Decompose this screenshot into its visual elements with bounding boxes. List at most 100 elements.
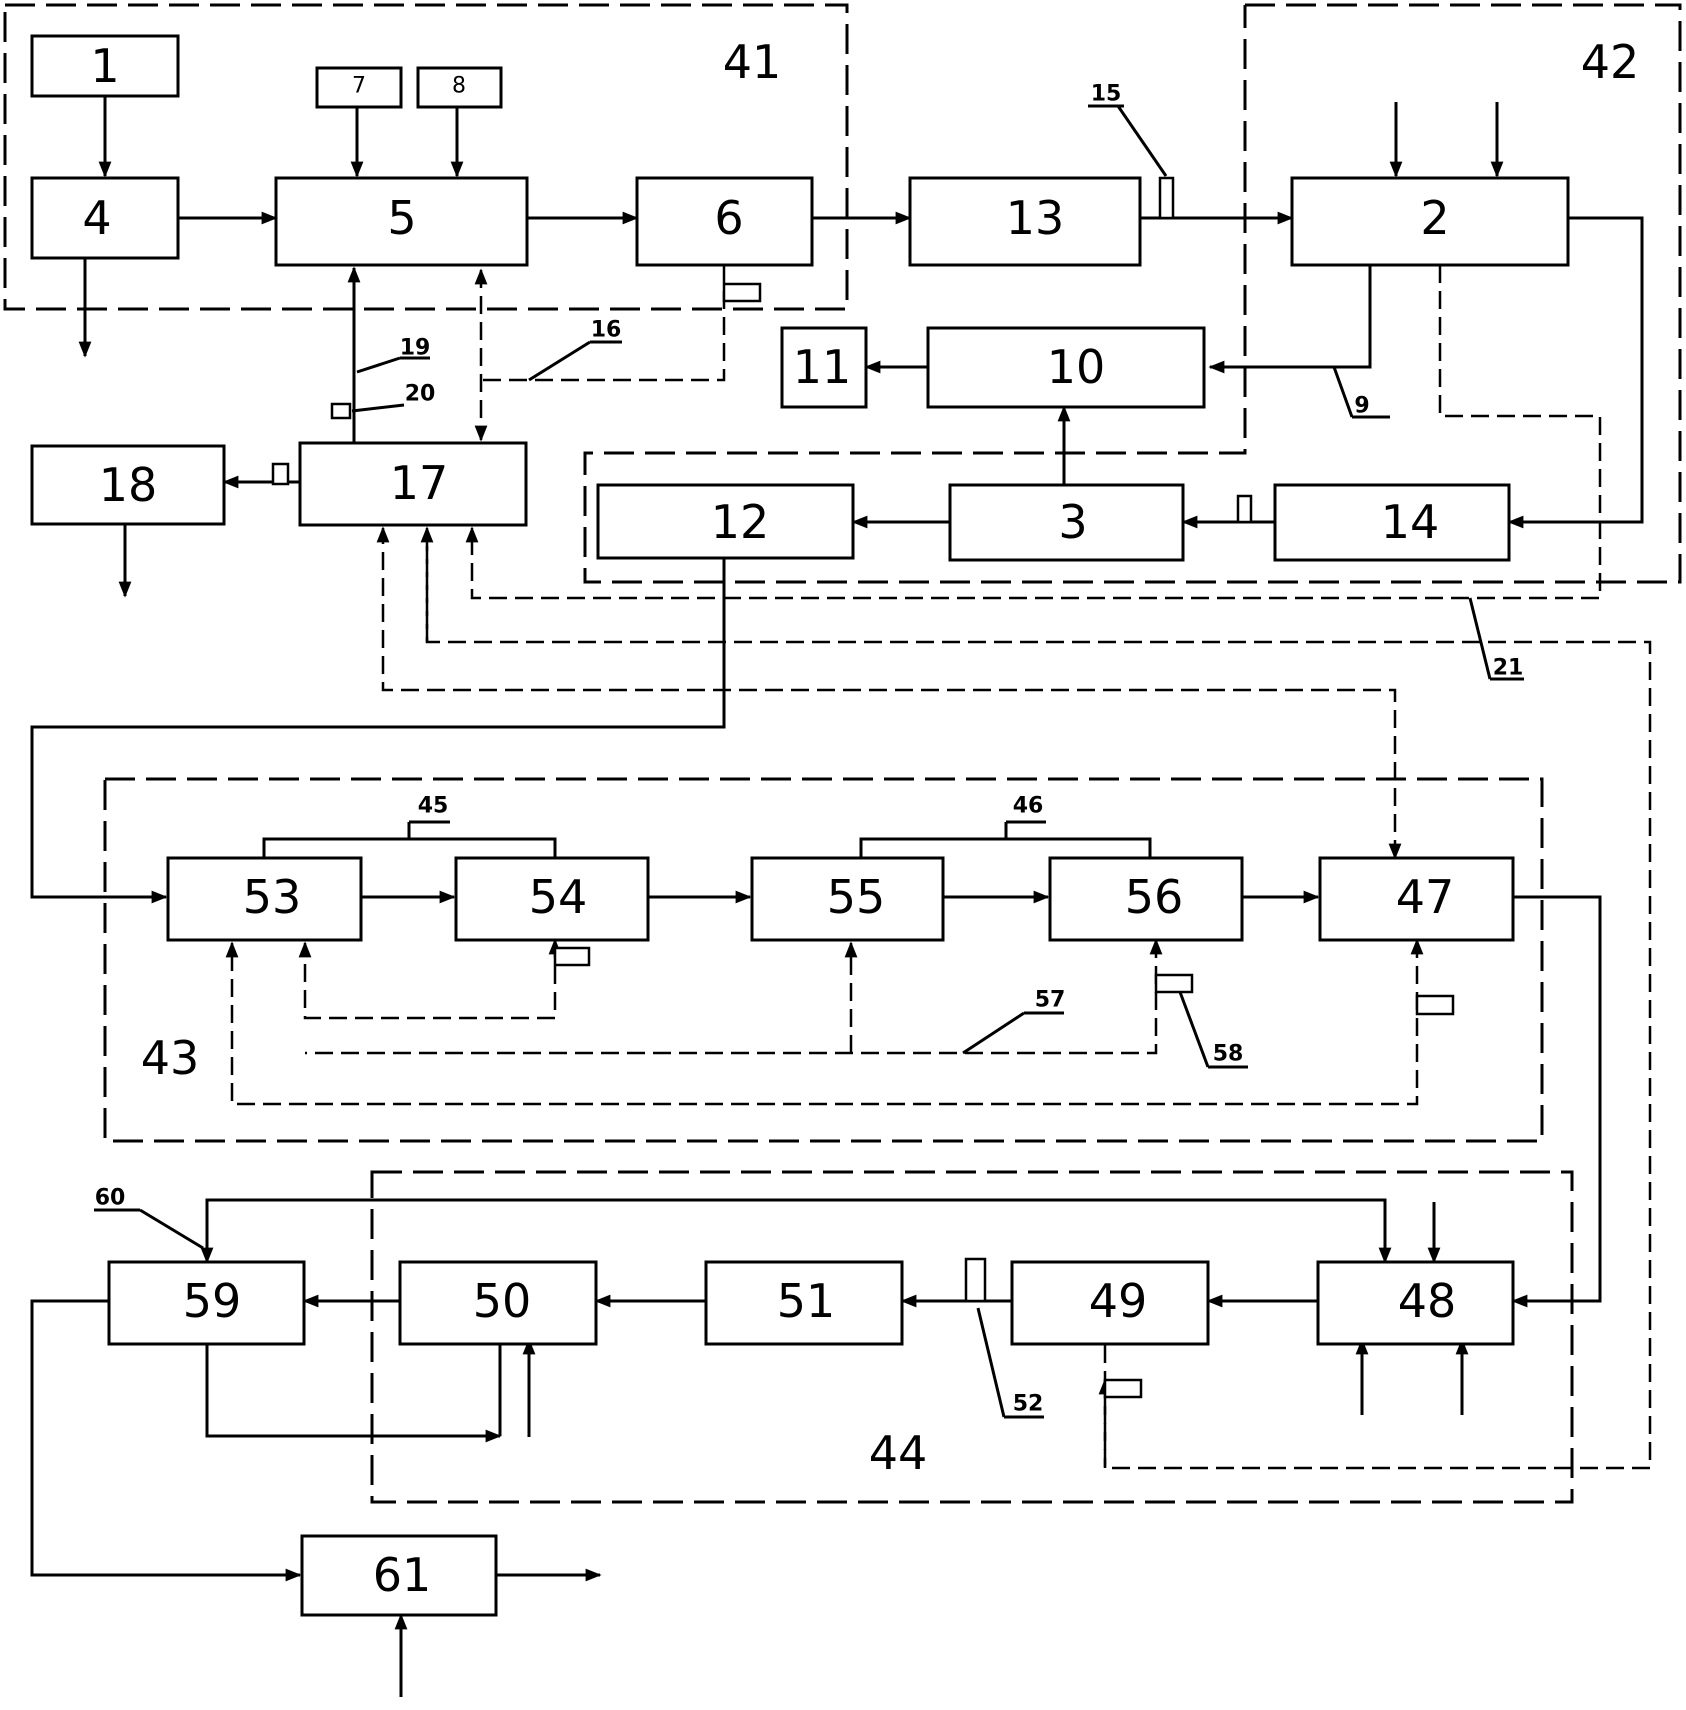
arrow-2-to-14: [1507, 216, 1644, 529]
block-55-label: 55: [827, 870, 886, 924]
block-51-label: 51: [777, 1274, 836, 1328]
block-49: [1010, 1260, 1210, 1346]
leader-57: [962, 1011, 1025, 1055]
zone-43-frame: [103, 777, 1544, 1143]
block-59: [107, 1260, 306, 1346]
block-14-label: 14: [1381, 495, 1440, 549]
bracket-45: [262, 837, 557, 858]
block-2-label: 2: [1420, 191, 1449, 245]
ref-16: 16: [591, 318, 622, 343]
block-53: [166, 856, 363, 942]
zone-43-label: 43: [141, 1031, 200, 1085]
block-48: [1316, 1260, 1515, 1346]
block-50-label: 50: [473, 1274, 532, 1328]
leader-15: [1116, 105, 1168, 177]
block-53-label: 53: [243, 870, 302, 924]
zone-41-label: 41: [723, 35, 782, 89]
arrow-59-to-61: [30, 1299, 302, 1582]
ref-15: 15: [1091, 82, 1122, 107]
dashed-47-to-53: [225, 938, 1424, 1106]
leader-52: [976, 1307, 1006, 1418]
dashed-47-to-17: [376, 526, 1402, 860]
block-54: [454, 856, 650, 942]
block-2: [1290, 176, 1570, 267]
block-3: [948, 483, 1185, 562]
ref-58: 58: [1213, 1042, 1244, 1067]
block-4: [30, 176, 180, 260]
block-13-label: 13: [1006, 191, 1065, 245]
ref-46: 46: [1013, 794, 1044, 819]
block-14: [1273, 483, 1511, 562]
leader-9: [1332, 366, 1354, 418]
block-6-label: 6: [714, 191, 743, 245]
block-12-label: 12: [711, 495, 770, 549]
block-48-label: 48: [1398, 1274, 1457, 1328]
arrow-12-to-53: [30, 558, 726, 904]
block-49-label: 49: [1089, 1274, 1148, 1328]
block-50: [398, 1260, 598, 1346]
valve-20-marker: [330, 402, 352, 420]
valve-47-marker: [1415, 994, 1455, 1016]
zone-42-label: 42: [1581, 35, 1640, 89]
dashed-56-loop-57: [305, 938, 1163, 1055]
block-3-label: 3: [1058, 495, 1087, 549]
block-10: [926, 326, 1206, 409]
ref-57: 57: [1035, 988, 1066, 1013]
zone-41-frame: [3, 3, 849, 311]
block-54-label: 54: [529, 870, 588, 924]
block-18-label: 18: [99, 458, 158, 512]
leader-20: [351, 403, 405, 413]
block-55: [750, 856, 945, 942]
dashed-54-to-53: [298, 938, 562, 1020]
block-56-label: 56: [1125, 870, 1184, 924]
valve-6-marker: [722, 282, 762, 303]
block-59-label: 59: [183, 1274, 242, 1328]
block-8-label: 8: [452, 74, 466, 99]
ref-9: 9: [1354, 394, 1369, 419]
block-61: [300, 1534, 498, 1617]
valve-54-marker: [553, 946, 591, 967]
bracket-46: [859, 837, 1152, 858]
ref-52: 52: [1013, 1392, 1044, 1417]
ref-21: 21: [1493, 656, 1524, 681]
block-7-label: 7: [352, 74, 366, 99]
block-1: [30, 34, 180, 98]
block-6: [635, 176, 814, 267]
block-11-label: 11: [793, 340, 852, 394]
leader-21: [1468, 597, 1492, 680]
arrow-47-to-48: [1511, 895, 1602, 1308]
block-12: [596, 483, 855, 560]
block-5: [274, 176, 529, 267]
dashed-6-to-16: [481, 265, 726, 382]
block-11: [780, 326, 868, 409]
ref-20: 20: [405, 382, 436, 407]
block-17-label: 17: [390, 456, 449, 510]
block-47: [1318, 856, 1515, 942]
block-7: [315, 66, 403, 109]
block-1-label: 1: [90, 39, 119, 93]
valve-58-marker: [1154, 973, 1194, 994]
block-61-label: 61: [373, 1548, 432, 1602]
leader-19: [356, 356, 401, 374]
block-10-label: 10: [1047, 340, 1106, 394]
ref-19: 19: [400, 336, 431, 361]
block-4-label: 4: [82, 191, 111, 245]
block-56: [1048, 856, 1244, 942]
block-51: [704, 1260, 904, 1346]
dashed-2-to-17-line-21: [465, 265, 1602, 600]
block-17: [298, 441, 528, 527]
line-60-59-48: [200, 1198, 1392, 1264]
block-47-label: 47: [1396, 870, 1455, 924]
arrow-2-to-10: [1208, 265, 1372, 374]
block-18: [30, 444, 226, 526]
block-13: [908, 176, 1142, 267]
block-5-label: 5: [387, 191, 416, 245]
arrow-59-to-50: [205, 1340, 502, 1443]
leader-60: [139, 1208, 204, 1250]
ref-60: 60: [95, 1186, 126, 1211]
block-8: [416, 66, 503, 109]
valve-49-marker: [1103, 1378, 1143, 1399]
zone-44-frame: [370, 1170, 1574, 1504]
ref-45: 45: [418, 794, 449, 819]
